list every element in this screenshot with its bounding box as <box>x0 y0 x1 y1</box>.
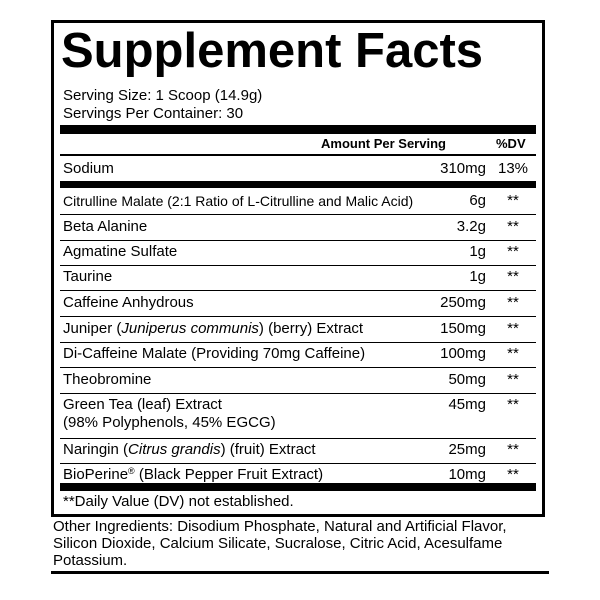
ingredient-amount: 45mg <box>448 396 486 413</box>
row-divider <box>60 265 536 266</box>
row-divider <box>60 342 536 343</box>
nutrient-name: Sodium <box>63 160 114 177</box>
supplement-facts-panel: Supplement Facts Serving Size: 1 Scoop (… <box>51 20 545 517</box>
ingredient-amount: 1g <box>469 268 486 285</box>
ingredient-dv: ** <box>507 345 519 362</box>
ingredient-dv: ** <box>507 192 519 209</box>
row-divider <box>60 438 536 439</box>
bottom-rule <box>51 571 549 574</box>
row-divider <box>60 240 536 241</box>
ingredient-row-theobromine: Theobromine 50mg ** <box>60 371 536 394</box>
ingredient-dv: ** <box>507 371 519 388</box>
nutrient-amount: 310mg <box>440 160 486 177</box>
ingredient-dv: ** <box>507 218 519 235</box>
row-divider <box>60 393 536 394</box>
ingredient-name: Caffeine Anhydrous <box>63 294 194 311</box>
row-divider <box>60 367 536 368</box>
nutrient-dv: 13% <box>497 160 529 177</box>
ingredient-amount: 1g <box>469 243 486 260</box>
ingredient-name: Taurine <box>63 268 113 285</box>
ingredient-row-naringin: Naringin (Citrus grandis) (fruit) Extrac… <box>60 441 536 464</box>
ingredient-amount: 250mg <box>440 294 486 311</box>
ingredient-amount: 3.2g <box>456 218 486 235</box>
ingredient-name: Di-Caffeine Malate (Providing 70mg Caffe… <box>63 345 366 362</box>
ingredient-dv: ** <box>507 320 519 337</box>
ingredient-row-caffeine-anhydrous: Caffeine Anhydrous 250mg ** <box>60 294 536 317</box>
header-dv: %DV <box>496 136 526 151</box>
ingredient-name: BioPerine® (Black Pepper Fruit Extract) <box>63 466 324 483</box>
row-divider <box>60 214 536 215</box>
ingredient-amount: 150mg <box>440 320 486 337</box>
ingredient-amount: 10mg <box>448 466 486 483</box>
ingredient-row-di-caffeine-malate: Di-Caffeine Malate (Providing 70mg Caffe… <box>60 345 536 368</box>
row-divider <box>60 316 536 317</box>
ingredient-amount: 50mg <box>448 371 486 388</box>
ingredient-dv: ** <box>507 441 519 458</box>
ingredient-row-taurine: Taurine 1g ** <box>60 268 536 291</box>
row-divider <box>60 290 536 291</box>
thick-divider-top <box>60 125 536 134</box>
ingredient-dv: ** <box>507 396 519 413</box>
ingredient-amount: 25mg <box>448 441 486 458</box>
ingredient-dv: ** <box>507 294 519 311</box>
ingredient-name: Beta Alanine <box>63 218 148 235</box>
thick-divider-middle <box>60 181 536 188</box>
ingredient-name: Theobromine <box>63 371 152 388</box>
ingredient-name: Agmatine Sulfate <box>63 243 178 260</box>
nutrient-row-sodium: Sodium 310mg 13% <box>60 160 536 180</box>
ingredient-name: Citrulline Malate (2:1 Ratio of L-Citrul… <box>63 193 414 209</box>
ingredient-row-beta-alanine: Beta Alanine 3.2g ** <box>60 218 536 241</box>
serving-size: Serving Size: 1 Scoop (14.9g) <box>63 87 263 104</box>
ingredient-row-juniper: Juniper (Juniperus communis) (berry) Ext… <box>60 320 536 343</box>
thick-divider-bottom <box>60 483 536 491</box>
ingredient-dv: ** <box>507 466 519 483</box>
ingredient-name: Green Tea (leaf) Extract(98% Polyphenols… <box>63 396 276 431</box>
header-divider <box>60 154 536 156</box>
ingredient-name: Naringin (Citrus grandis) (fruit) Extrac… <box>63 441 316 458</box>
ingredient-dv: ** <box>507 243 519 260</box>
ingredient-amount: 100mg <box>440 345 486 362</box>
ingredient-row-agmatine-sulfate: Agmatine Sulfate 1g ** <box>60 243 536 266</box>
ingredient-amount: 6g <box>469 192 486 209</box>
row-divider <box>60 463 536 464</box>
ingredient-dv: ** <box>507 268 519 285</box>
ingredient-row-citrulline-malate: Citrulline Malate (2:1 Ratio of L-Citrul… <box>60 192 536 215</box>
ingredient-name: Juniper (Juniperus communis) (berry) Ext… <box>63 320 364 337</box>
ingredient-row-green-tea: Green Tea (leaf) Extract(98% Polyphenols… <box>60 396 536 440</box>
daily-value-footnote: **Daily Value (DV) not established. <box>63 493 294 510</box>
ingredient-row-bioperine: BioPerine® (Black Pepper Fruit Extract) … <box>60 466 536 486</box>
servings-per-container: Servings Per Container: 30 <box>63 105 244 122</box>
header-amount-per-serving: Amount Per Serving <box>321 136 446 151</box>
panel-title: Supplement Facts <box>61 24 484 78</box>
other-ingredients: Other Ingredients: Disodium Phosphate, N… <box>53 518 507 569</box>
